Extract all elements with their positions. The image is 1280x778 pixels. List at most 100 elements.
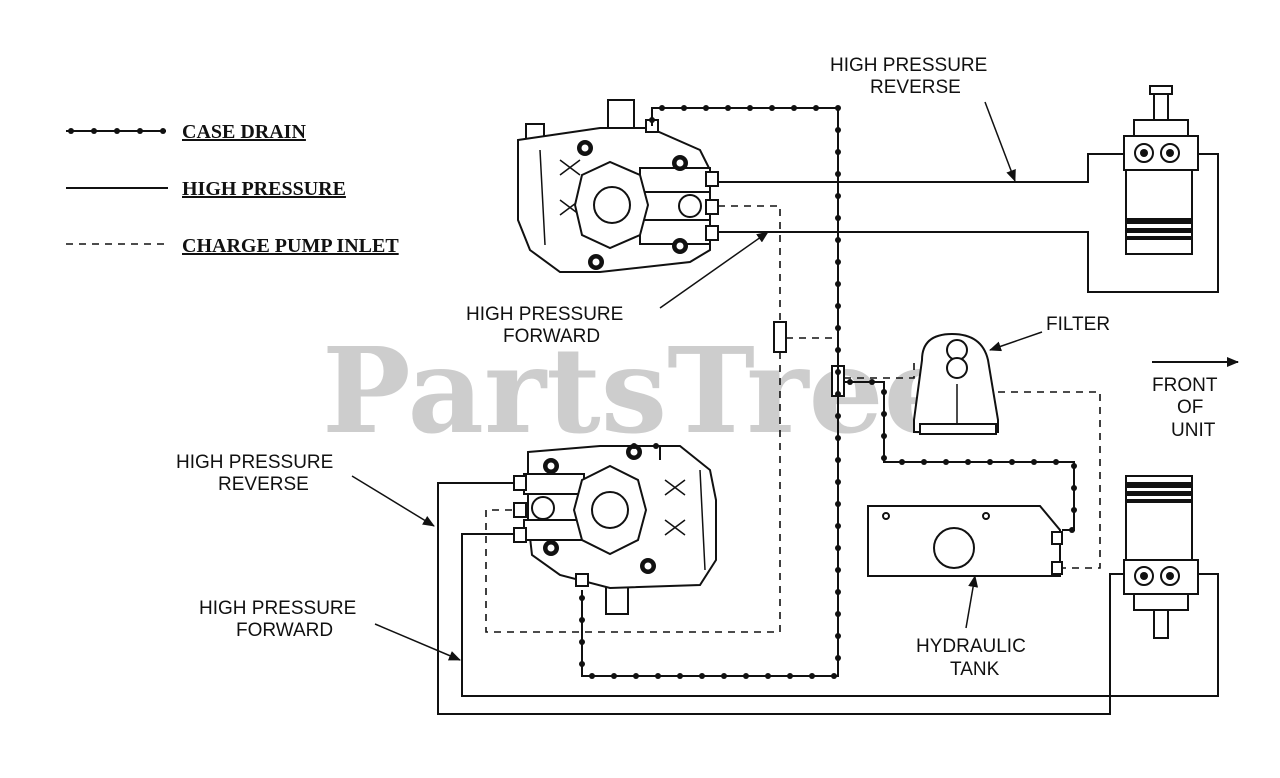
case-drain-dot — [881, 389, 887, 395]
case-drain-dot — [699, 673, 705, 679]
case-drain-dot — [835, 149, 841, 155]
legend-high-pressure-label: HIGH PRESSURE — [182, 178, 346, 200]
case-drain-dot — [589, 673, 595, 679]
case-drain-dot — [579, 639, 585, 645]
case-drain-dot — [835, 413, 841, 419]
case-drain-dot — [835, 501, 841, 507]
case-drain-dot — [725, 105, 731, 111]
case-drain-dot — [787, 673, 793, 679]
label-hydraulic-tank-line1: HYDRAULIC — [916, 636, 1026, 657]
case-drain-dot — [579, 595, 585, 601]
watermark: PartsTree — [322, 321, 959, 460]
case-drain-dot — [965, 459, 971, 465]
top-wheel-motor — [1123, 85, 1199, 255]
case-drain-dot — [835, 215, 841, 221]
label-filter: FILTER — [1046, 314, 1110, 335]
label-front-line2: OF — [1177, 397, 1203, 418]
case-drain-dot — [921, 459, 927, 465]
case-drain-dot — [869, 379, 875, 385]
case-drain-dot — [579, 617, 585, 623]
case-drain-dot — [649, 117, 655, 123]
label-hydraulic-tank-line2: TANK — [950, 659, 1000, 680]
case-drain-dot — [1071, 485, 1077, 491]
top-hydro-pump — [517, 99, 719, 273]
case-drain-dot — [835, 237, 841, 243]
case-drain-dot — [747, 105, 753, 111]
legend-case-drain-sample — [66, 128, 166, 134]
case-drain-dot — [835, 589, 841, 595]
case-drain-dot — [1009, 459, 1015, 465]
filter — [913, 332, 999, 435]
case-drain-dot — [835, 325, 841, 331]
label-hp-reverse-top-line2: REVERSE — [870, 77, 961, 98]
case-drain-dot — [835, 259, 841, 265]
case-drain-dot — [703, 105, 709, 111]
label-hp-forward-top-line2: FORWARD — [503, 326, 600, 347]
case-drain-dot — [677, 673, 683, 679]
label-front-line1: FRONT — [1152, 375, 1218, 396]
case-drain-dot — [721, 673, 727, 679]
case-drain-dot — [831, 673, 837, 679]
case-drain-dot — [881, 433, 887, 439]
label-hp-reverse-top-line1: HIGH PRESSURE — [830, 55, 987, 76]
case-drain-dot — [743, 673, 749, 679]
case-drain-dot — [1031, 459, 1037, 465]
case-drain-dot — [813, 105, 819, 111]
bottom-wheel-motor — [1123, 475, 1199, 639]
tee-fitting-upper — [773, 321, 787, 353]
case-drain-dot — [835, 435, 841, 441]
case-drain-dot — [653, 443, 659, 449]
case-drain-dot — [899, 459, 905, 465]
case-drain-dot — [835, 479, 841, 485]
case-drain-dot — [835, 633, 841, 639]
case-drain-dot — [835, 171, 841, 177]
label-front-line3: UNIT — [1171, 420, 1216, 441]
case-drain-dot — [943, 459, 949, 465]
case-drain-dot — [835, 567, 841, 573]
case-drain-dot — [835, 611, 841, 617]
case-drain-dot — [633, 673, 639, 679]
hydraulic-tank — [867, 505, 1063, 577]
case-drain-dot — [835, 457, 841, 463]
high-pressure-lines — [437, 153, 1219, 715]
case-drain-dot — [835, 127, 841, 133]
case-drain-dots — [579, 105, 1077, 679]
case-drain-dot — [835, 523, 841, 529]
case-drain-dot — [987, 459, 993, 465]
case-drain-dot — [659, 105, 665, 111]
label-hp-forward-bot-line2: FORWARD — [236, 620, 333, 641]
label-hp-forward-bot-line1: HIGH PRESSURE — [199, 598, 356, 619]
bottom-hydro-pump — [513, 444, 717, 615]
case-drain-dot — [809, 673, 815, 679]
case-drain-dot — [681, 105, 687, 111]
case-drain-dot — [835, 303, 841, 309]
case-drain-dot — [835, 105, 841, 111]
case-drain-dot — [835, 369, 841, 375]
case-drain-dot — [1053, 459, 1059, 465]
legend-case-drain-label: CASE DRAIN — [182, 121, 306, 143]
case-drain-dot — [881, 455, 887, 461]
case-drain-dot — [847, 379, 853, 385]
case-drain-dot — [611, 673, 617, 679]
case-drain-dot — [835, 347, 841, 353]
case-drain-dot — [835, 193, 841, 199]
case-drain-dot — [835, 391, 841, 397]
labels: HIGH PRESSURE REVERSE HIGH PRESSURE FORW… — [176, 55, 1218, 680]
case-drain-dot — [631, 443, 637, 449]
case-drain-dot — [1071, 463, 1077, 469]
label-hp-reverse-bot-line1: HIGH PRESSURE — [176, 452, 333, 473]
case-drain-dot — [1071, 507, 1077, 513]
case-drain-dot — [835, 655, 841, 661]
legend: CASE DRAIN HIGH PRESSURE CHARGE PUMP INL… — [66, 121, 399, 257]
case-drain-dot — [769, 105, 775, 111]
leader-arrows — [351, 101, 1239, 661]
label-hp-forward-top-line1: HIGH PRESSURE — [466, 304, 623, 325]
legend-charge-pump-label: CHARGE PUMP INLET — [182, 235, 399, 257]
case-drain-dot — [655, 673, 661, 679]
label-hp-reverse-bot-line2: REVERSE — [218, 474, 309, 495]
case-drain-dot — [1069, 527, 1075, 533]
case-drain-dot — [791, 105, 797, 111]
case-drain-dot — [579, 661, 585, 667]
case-drain-dot — [881, 411, 887, 417]
